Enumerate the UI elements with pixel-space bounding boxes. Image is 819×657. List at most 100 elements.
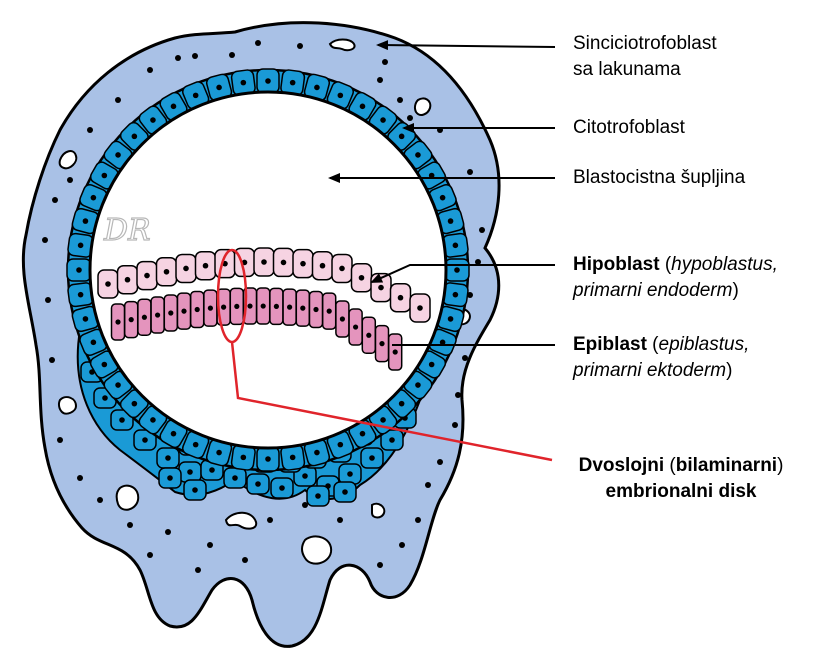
cell-nucleus: [115, 382, 121, 388]
arrow-hypoblast: [370, 264, 555, 283]
cell-nucleus: [339, 316, 345, 322]
cell-nucleus: [142, 437, 148, 443]
lacuna: [57, 396, 78, 415]
cell-nucleus: [76, 267, 82, 273]
syncytio-nucleus: [42, 237, 48, 243]
dr-watermark-logo: DR: [102, 212, 151, 248]
cell-nucleus: [150, 417, 156, 423]
syncytio-nucleus: [399, 542, 405, 548]
cell-nucleus: [77, 291, 84, 298]
cell-nucleus: [216, 84, 222, 91]
cell-nucleus: [101, 361, 108, 368]
cell-nucleus: [240, 454, 247, 461]
label-hypoblast: Hipoblast (hypoblastus, primarni endoder…: [573, 254, 778, 301]
cell-nucleus: [300, 260, 306, 267]
lacuna: [328, 38, 356, 52]
syncytio-nucleus: [455, 392, 461, 398]
label-blastocyst-cavity: Blastocistna šupljina: [573, 167, 746, 188]
cell-nucleus: [287, 304, 293, 310]
cell-nucleus: [255, 481, 261, 487]
cell-nucleus: [221, 304, 227, 310]
label-bilaminar-disc: Dvoslojni (bilaminarni) embrionalni disk: [578, 455, 784, 502]
cell-nucleus: [280, 259, 287, 266]
syncytio-nucleus: [207, 542, 213, 548]
cell-nucleus: [165, 455, 171, 461]
cell-nucleus: [181, 308, 187, 314]
label-epiblast: Epiblast (epiblastus, primarni ektoderm): [573, 334, 750, 381]
cell-nucleus: [289, 79, 296, 86]
cell-nucleus: [131, 400, 138, 407]
cell-nucleus: [366, 332, 372, 338]
syncytio-nucleus: [127, 522, 133, 528]
cell-nucleus: [452, 291, 459, 298]
cell-nucleus: [187, 469, 193, 475]
cell-nucleus: [314, 449, 320, 456]
cell-nucleus: [209, 467, 215, 473]
cell-nucleus: [380, 117, 386, 123]
lacuna: [371, 502, 386, 519]
syncytio-nucleus: [437, 459, 443, 465]
cell-nucleus: [194, 306, 200, 313]
cell-nucleus: [398, 133, 405, 140]
cell-nucleus: [82, 316, 89, 322]
cell-nucleus: [101, 172, 108, 179]
cell-nucleus: [398, 400, 405, 407]
cell-nucleus: [314, 84, 320, 91]
label-cytotrophoblast: Citotrofoblast: [573, 117, 685, 138]
cell-nucleus: [234, 303, 240, 310]
cell-nucleus: [359, 430, 366, 437]
lacuna: [58, 150, 78, 170]
cell-nucleus: [167, 475, 173, 481]
cell-nucleus: [192, 441, 199, 448]
cell-nucleus: [359, 103, 366, 110]
cell-nucleus: [82, 218, 89, 224]
cell-nucleus: [90, 339, 97, 346]
cell-nucleus: [183, 265, 189, 272]
cell-nucleus: [170, 430, 177, 437]
cell-nucleus: [273, 303, 279, 310]
cell-nucleus: [428, 172, 435, 179]
svg-text:DR: DR: [103, 213, 151, 248]
cell-nucleus: [417, 305, 423, 311]
syncytio-nucleus: [467, 169, 473, 175]
syncytio-nucleus: [397, 97, 403, 103]
cell-nucleus: [337, 92, 344, 99]
syncytio-nucleus: [115, 97, 121, 103]
cell-nucleus: [115, 319, 121, 325]
cell-nucleus: [124, 276, 131, 283]
cell-nucleus: [115, 152, 121, 158]
cell-nucleus: [439, 339, 446, 346]
cell-nucleus: [378, 284, 384, 291]
syncytio-nucleus: [337, 517, 343, 523]
cell-nucleus: [77, 242, 84, 249]
cell-nucleus: [144, 272, 150, 279]
bilaminar-disc: [97, 247, 431, 371]
syncytio-nucleus: [467, 292, 473, 298]
cell-nucleus: [452, 242, 459, 249]
cell-nucleus: [265, 78, 271, 84]
cell-nucleus: [415, 152, 421, 158]
syncytio-nucleus: [255, 40, 261, 46]
cell-nucleus: [119, 417, 125, 423]
cell-nucleus: [347, 471, 353, 477]
syncytio-nucleus: [377, 77, 383, 83]
cell-nucleus: [90, 194, 97, 201]
cell-nucleus: [358, 274, 365, 281]
cell-nucleus: [279, 485, 285, 491]
cell-nucleus: [247, 303, 253, 309]
syncytio-nucleus: [165, 529, 171, 535]
syncytio-nucleus: [49, 357, 55, 363]
syncytio-nucleus: [425, 482, 431, 488]
cell-nucleus: [439, 194, 446, 201]
syncytio-nucleus: [382, 59, 388, 65]
syncytio-nucleus: [302, 502, 308, 508]
cell-nucleus: [168, 310, 174, 316]
cell-nucleus: [315, 493, 321, 499]
cell-nucleus: [170, 103, 177, 110]
cell-nucleus: [353, 324, 359, 330]
cell-nucleus: [202, 262, 209, 269]
cell-nucleus: [240, 79, 247, 86]
cell-nucleus: [216, 449, 222, 456]
syncytio-nucleus: [77, 475, 83, 481]
